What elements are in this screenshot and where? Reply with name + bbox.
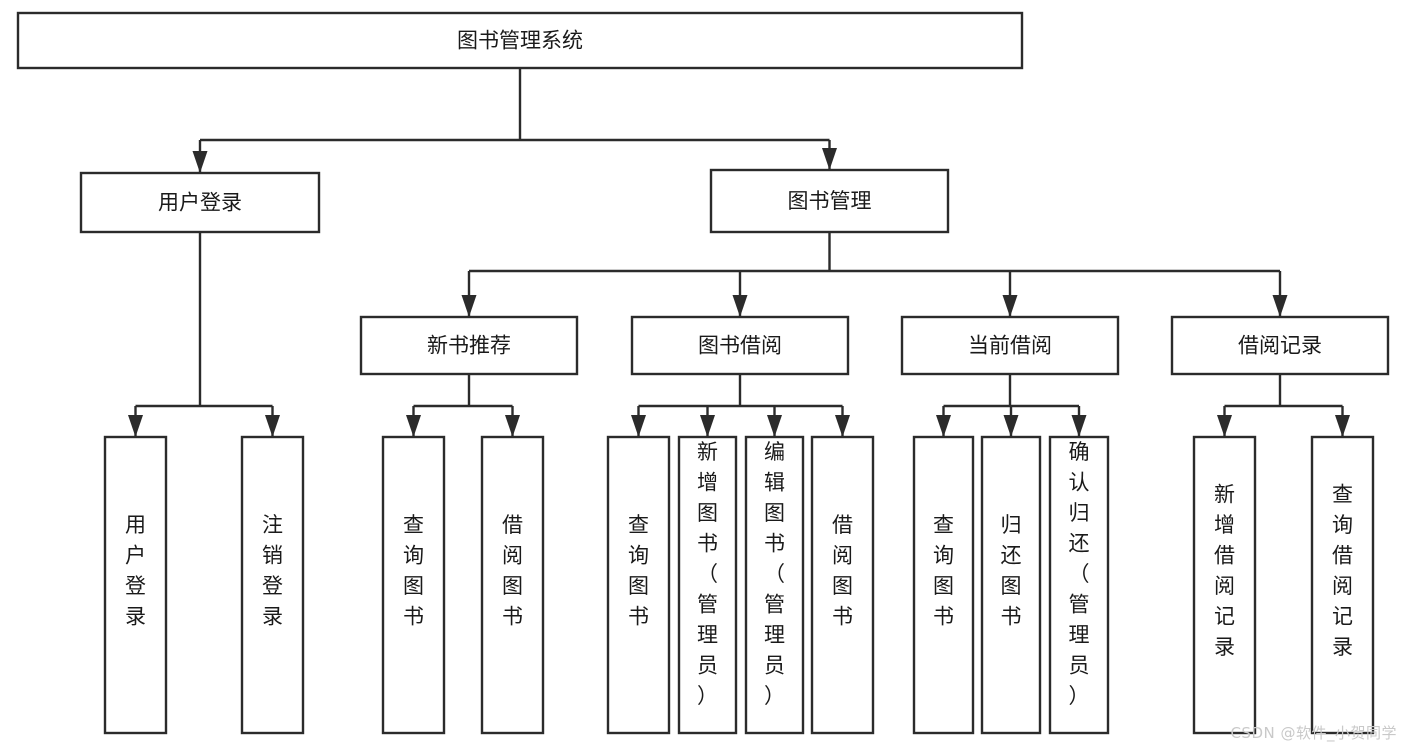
edge-arrowhead <box>192 151 208 173</box>
edge-arrowhead <box>822 148 837 170</box>
node-leaf-add-book[interactable]: 新增图书（管理员） <box>677 435 738 735</box>
node-book-manage[interactable]: 图书管理 <box>709 168 950 234</box>
edge-arrowhead <box>936 415 951 437</box>
node-label-leaf-add-record: 新增借阅记录 <box>1214 483 1235 660</box>
node-label-leaf-query-book-2: 查询图书 <box>628 513 649 629</box>
node-user-login[interactable]: 用户登录 <box>79 171 321 234</box>
node-label-leaf-edit-book: 编辑图书（管理员） <box>764 440 785 708</box>
edge-arrowhead <box>1335 415 1350 437</box>
edges-layer <box>128 68 1350 437</box>
node-box-leaf-add-book <box>677 435 738 735</box>
node-root[interactable]: 图书管理系统 <box>16 11 1024 70</box>
edge-arrowhead <box>1003 415 1019 437</box>
node-book-borrow[interactable]: 图书借阅 <box>630 315 850 376</box>
node-leaf-query-book-1[interactable]: 查询图书 <box>381 435 446 735</box>
edge-arrowhead <box>1272 295 1288 317</box>
node-current-borrow[interactable]: 当前借阅 <box>900 315 1120 376</box>
node-label-leaf-borrow-book-1: 借阅图书 <box>502 513 523 629</box>
node-box-borrow-record <box>1170 315 1390 376</box>
node-label-leaf-query-book-1: 查询图书 <box>403 513 424 629</box>
node-box-leaf-edit-book <box>744 435 805 735</box>
node-box-leaf-add-record <box>1192 435 1257 735</box>
node-leaf-user-login[interactable]: 用户登录 <box>103 435 168 735</box>
node-box-leaf-confirm-return <box>1048 435 1110 735</box>
node-label-new-book-recommend: 新书推荐 <box>427 334 511 358</box>
node-leaf-borrow-book-1[interactable]: 借阅图书 <box>480 435 545 735</box>
node-label-leaf-borrow-book-2: 借阅图书 <box>832 513 853 629</box>
node-leaf-query-book-3[interactable]: 查询图书 <box>912 435 975 735</box>
node-label-borrow-record: 借阅记录 <box>1238 334 1322 358</box>
node-leaf-edit-book[interactable]: 编辑图书（管理员） <box>744 435 805 735</box>
edge-arrowhead <box>700 415 715 437</box>
edge-arrowhead <box>461 295 477 317</box>
node-leaf-user-logout[interactable]: 注销登录 <box>240 435 305 735</box>
node-leaf-add-record[interactable]: 新增借阅记录 <box>1192 435 1257 735</box>
node-label-leaf-query-book-3: 查询图书 <box>933 513 954 629</box>
edge-arrowhead <box>631 415 646 437</box>
edge-arrowhead <box>1071 415 1087 437</box>
node-box-current-borrow <box>900 315 1120 376</box>
node-label-book-manage: 图书管理 <box>788 189 872 213</box>
node-box-leaf-query-book-3 <box>912 435 975 735</box>
node-box-user-login <box>79 171 321 234</box>
edge-arrowhead <box>505 415 520 437</box>
node-box-leaf-user-logout <box>240 435 305 735</box>
node-box-book-borrow <box>630 315 850 376</box>
node-borrow-record[interactable]: 借阅记录 <box>1170 315 1390 376</box>
node-label-leaf-add-book: 新增图书（管理员） <box>697 440 718 708</box>
node-box-leaf-query-record <box>1310 435 1375 735</box>
nodes-layer: 图书管理系统用户登录图书管理新书推荐图书借阅当前借阅借阅记录用户登录注销登录查询… <box>16 11 1390 735</box>
edge-arrowhead <box>265 415 280 437</box>
node-box-leaf-return-book <box>980 435 1042 735</box>
node-label-root: 图书管理系统 <box>457 29 583 53</box>
node-label-leaf-user-logout: 注销登录 <box>262 513 283 629</box>
node-label-leaf-return-book: 归还图书 <box>1001 513 1022 629</box>
node-box-leaf-borrow-book-1 <box>480 435 545 735</box>
edge-arrowhead <box>1002 295 1018 317</box>
node-label-leaf-query-record: 查询借阅记录 <box>1332 483 1353 660</box>
node-leaf-borrow-book-2[interactable]: 借阅图书 <box>810 435 875 735</box>
node-box-leaf-query-book-2 <box>606 435 671 735</box>
node-label-current-borrow: 当前借阅 <box>968 334 1052 358</box>
node-leaf-return-book[interactable]: 归还图书 <box>980 435 1042 735</box>
node-label-leaf-confirm-return: 确认归还（管理员） <box>1069 440 1090 708</box>
node-box-root <box>16 11 1024 70</box>
edge-arrowhead <box>835 415 850 437</box>
node-leaf-confirm-return[interactable]: 确认归还（管理员） <box>1048 435 1110 735</box>
edge-arrowhead <box>128 415 143 437</box>
node-label-leaf-user-login: 用户登录 <box>125 513 146 629</box>
node-leaf-query-record[interactable]: 查询借阅记录 <box>1310 435 1375 735</box>
node-label-user-login: 用户登录 <box>158 191 242 215</box>
node-box-leaf-user-login <box>103 435 168 735</box>
node-box-leaf-query-book-1 <box>381 435 446 735</box>
node-box-book-manage <box>709 168 950 234</box>
node-box-leaf-borrow-book-2 <box>810 435 875 735</box>
edge-arrowhead <box>406 415 421 437</box>
node-box-new-book-recommend <box>359 315 579 376</box>
edge-arrowhead <box>767 415 782 437</box>
node-leaf-query-book-2[interactable]: 查询图书 <box>606 435 671 735</box>
node-new-book-recommend[interactable]: 新书推荐 <box>359 315 579 376</box>
edge-arrowhead <box>1217 415 1232 437</box>
node-label-book-borrow: 图书借阅 <box>698 334 782 358</box>
edge-arrowhead <box>732 295 748 317</box>
